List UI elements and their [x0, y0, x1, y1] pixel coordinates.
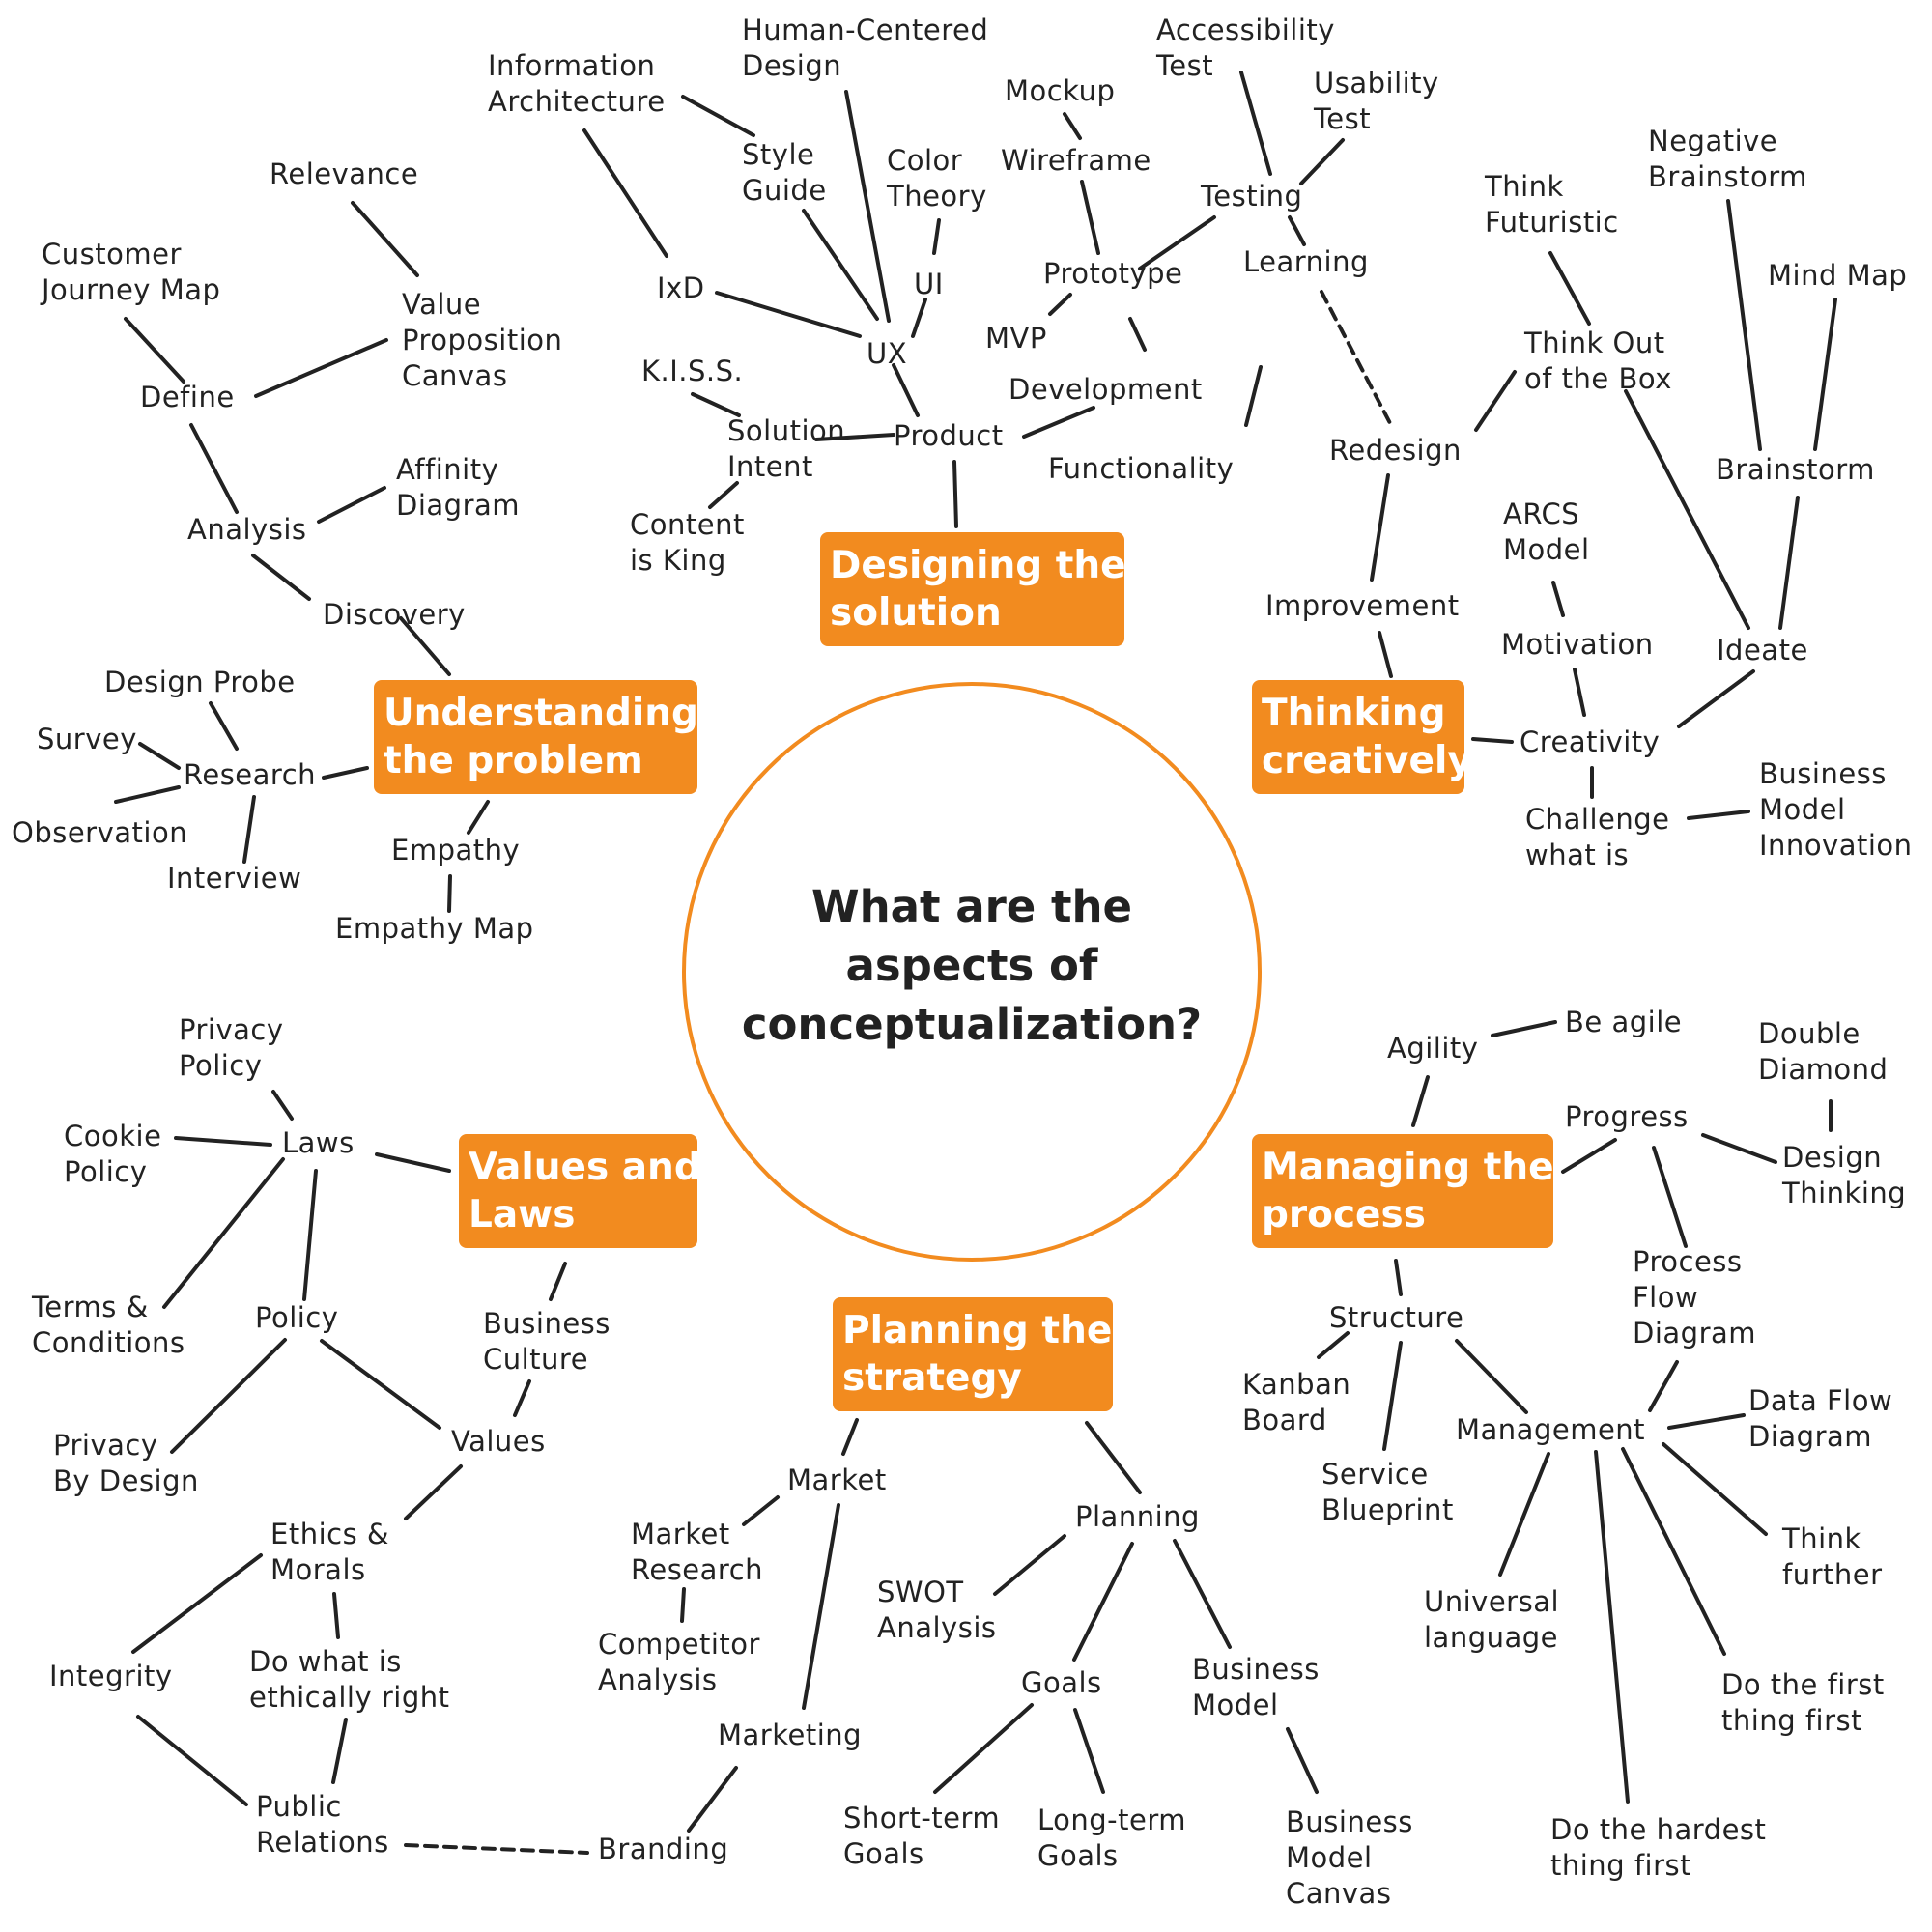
central-circle	[682, 682, 1262, 1262]
node-wireframe: Wireframe	[1001, 144, 1151, 177]
node-mockup: Mockup	[1005, 74, 1116, 107]
node-empathy-map: Empathy Map	[335, 912, 534, 945]
node-do-the-first-thing-first: Do the first thing first	[1721, 1668, 1885, 1737]
hub-understanding-the-problem: Understanding the problem	[374, 680, 698, 794]
node-empathy: Empathy	[391, 834, 521, 867]
node-think-futuristic: Think Futuristic	[1485, 170, 1619, 239]
node-human-centered-design: Human-Centered Design	[742, 14, 989, 82]
node-kanban-board: Kanban Board	[1242, 1368, 1351, 1436]
node-content-is-king: Content is King	[630, 508, 745, 577]
node-terms-and-conditions: Terms & Conditions	[32, 1291, 185, 1359]
node-improvement: Improvement	[1265, 589, 1460, 622]
node-arcs-model: ARCS Model	[1503, 497, 1590, 566]
node-usability-test: Usability Test	[1314, 67, 1439, 135]
node-development: Development	[1009, 373, 1203, 406]
node-management: Management	[1456, 1413, 1646, 1446]
node-public-relations: Public Relations	[256, 1790, 389, 1859]
node-values: Values	[451, 1425, 546, 1458]
node-planning: Planning	[1075, 1500, 1200, 1533]
node-redesign: Redesign	[1329, 434, 1462, 467]
node-design-probe: Design Probe	[104, 666, 296, 698]
node-agility: Agility	[1387, 1032, 1479, 1065]
node-competitor-analysis: Competitor Analysis	[598, 1628, 760, 1696]
node-discovery: Discovery	[323, 598, 466, 631]
node-integrity: Integrity	[49, 1660, 173, 1692]
node-do-what-is-ethically-right: Do what is ethically right	[249, 1645, 450, 1714]
node-think-further: Think further	[1782, 1522, 1883, 1591]
node-challenge-what-is: Challenge what is	[1525, 803, 1670, 871]
node-mvp: MVP	[985, 322, 1047, 355]
node-ethics-and-morals: Ethics & Morals	[270, 1518, 390, 1586]
node-define: Define	[140, 381, 235, 413]
node-be-agile: Be agile	[1565, 1006, 1683, 1038]
node-relevance: Relevance	[270, 157, 419, 190]
node-do-the-hardest-thing-first: Do the hardest thing first	[1550, 1813, 1767, 1882]
node-analysis: Analysis	[187, 513, 307, 546]
node-universal-language: Universal language	[1424, 1585, 1560, 1654]
hub-thinking-creatively: Thinking creatively	[1252, 680, 1472, 794]
node-think-out-of-the-box: Think Out of the Box	[1524, 327, 1672, 395]
node-business-model-innovation: Business Model Innovation	[1759, 757, 1913, 862]
node-interview: Interview	[167, 862, 302, 895]
node-accessibility-test: Accessibility Test	[1156, 14, 1335, 82]
node-policy: Policy	[255, 1301, 339, 1334]
node-marketing: Marketing	[718, 1719, 863, 1751]
node-market: Market	[787, 1463, 887, 1496]
node-information-architecture: Information Architecture	[488, 49, 666, 118]
node-ixd: IxD	[657, 271, 705, 304]
node-functionality: Functionality	[1048, 452, 1235, 485]
node-goals: Goals	[1021, 1666, 1102, 1699]
node-learning: Learning	[1243, 245, 1369, 278]
node-prototype: Prototype	[1043, 257, 1183, 290]
node-cookie-policy: Cookie Policy	[64, 1120, 162, 1188]
hub-designing-the-solution: Designing the solution	[820, 532, 1126, 646]
node-process-flow-diagram: Process Flow Diagram	[1633, 1245, 1757, 1350]
node-privacy-policy: Privacy Policy	[179, 1013, 284, 1082]
node-affinity-diagram: Affinity Diagram	[396, 453, 521, 522]
node-long-term-goals: Long-term Goals	[1037, 1804, 1187, 1872]
node-service-blueprint: Service Blueprint	[1321, 1458, 1454, 1526]
node-value-proposition-canvas: Value Proposition Canvas	[402, 288, 563, 392]
node-research: Research	[184, 758, 317, 791]
node-testing: Testing	[1201, 180, 1303, 213]
node-progress: Progress	[1565, 1100, 1689, 1133]
hub-values-and-laws: Values and Laws	[459, 1134, 701, 1248]
node-mind-map: Mind Map	[1768, 259, 1908, 292]
node-style-guide: Style Guide	[742, 138, 827, 207]
node-swot-analysis: SWOT Analysis	[877, 1576, 997, 1644]
node-creativity: Creativity	[1520, 725, 1661, 758]
node-ideate: Ideate	[1717, 634, 1808, 667]
node-ui: UI	[914, 268, 944, 300]
node-short-term-goals: Short-term Goals	[843, 1802, 1001, 1870]
node-solution-intent: Solution Intent	[727, 414, 846, 483]
node-observation: Observation	[12, 816, 188, 849]
node-privacy-by-design: Privacy By Design	[53, 1429, 199, 1497]
node-kiss: K.I.S.S.	[641, 355, 744, 387]
node-color-theory: Color Theory	[887, 144, 987, 213]
node-business-model: Business Model	[1192, 1653, 1320, 1721]
node-branding: Branding	[598, 1833, 729, 1865]
node-design-thinking: Design Thinking	[1782, 1141, 1907, 1209]
node-survey: Survey	[37, 723, 137, 755]
node-business-culture: Business Culture	[483, 1307, 611, 1376]
node-ux: UX	[867, 337, 908, 370]
central-question: What are the aspects of conceptualizatio…	[741, 881, 1203, 1050]
node-data-flow-diagram: Data Flow Diagram	[1748, 1384, 1893, 1453]
node-structure: Structure	[1329, 1301, 1464, 1334]
node-motivation: Motivation	[1501, 628, 1654, 661]
node-double-diamond: Double Diamond	[1758, 1017, 1889, 1086]
node-business-model-canvas: Business Model Canvas	[1286, 1805, 1413, 1910]
node-product: Product	[894, 419, 1004, 452]
node-brainstorm: Brainstorm	[1716, 453, 1875, 486]
node-laws: Laws	[282, 1126, 355, 1159]
hub-managing-the-process: Managing the process	[1252, 1134, 1554, 1248]
node-customer-journey-map: Customer Journey Map	[42, 238, 221, 306]
node-market-research: Market Research	[631, 1518, 764, 1586]
hub-planning-the-strategy: Planning the strategy	[833, 1297, 1113, 1411]
node-negative-brainstorm: Negative Brainstorm	[1648, 125, 1807, 193]
